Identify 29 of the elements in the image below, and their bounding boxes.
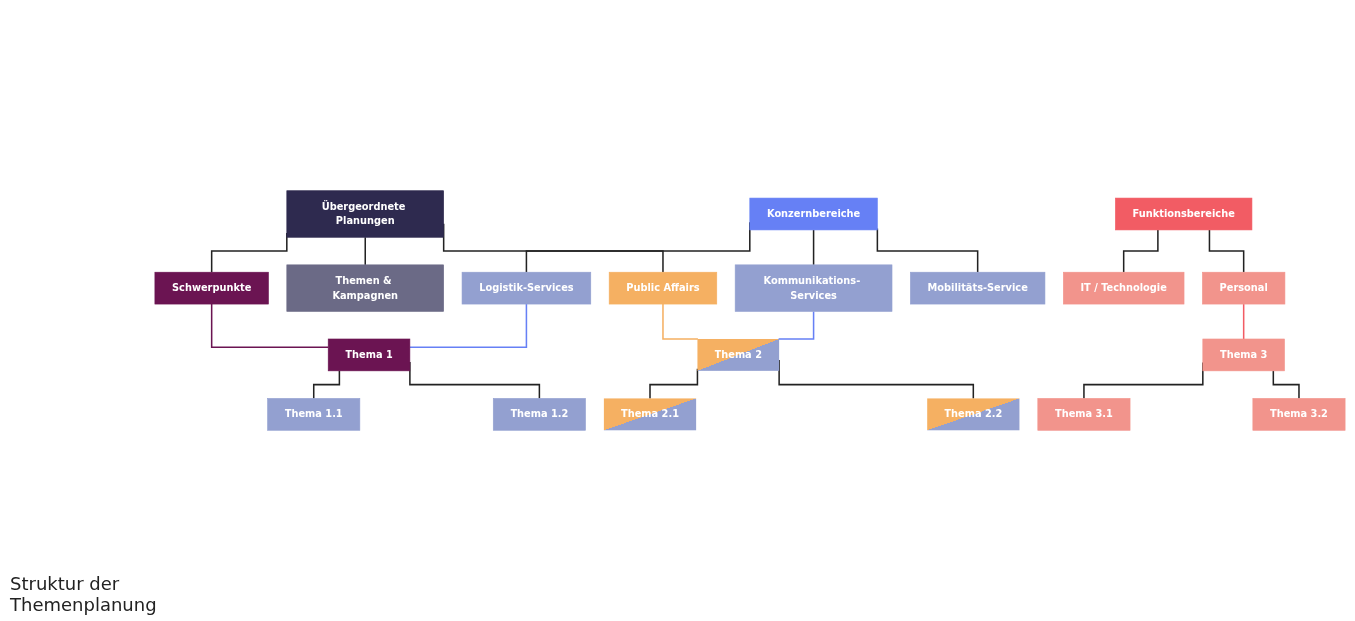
node-box: Thema 3.1 [1037,398,1131,431]
node-box: Thema 1.1 [267,398,361,431]
node-box: Schwerpunkte [154,271,269,305]
node-box: Thema 3.2 [1252,398,1346,431]
node-box: Themen & Kampagnen [286,264,444,312]
node-box: Kommunikations- Services [734,264,893,312]
node-box: Konzernbereiche [749,197,878,231]
connector [409,303,528,348]
node-box: Logistik-Services [461,271,592,305]
connector [1208,229,1245,273]
connector [210,303,329,348]
connector [812,229,815,266]
node-box: IT / Technologie [1063,271,1185,305]
connector [1242,303,1245,340]
node-box: Thema 1 [327,338,411,372]
node-box: Funktionsbereiche [1115,197,1253,231]
node-box: Thema 3 [1202,338,1285,372]
connector [1122,229,1159,273]
node-box: Übergeordnete Planungen [286,190,444,238]
connector [662,303,699,340]
node-box: Thema 1.2 [492,398,586,431]
node-box: Mobilitäts-Service [910,271,1046,305]
node-box: Personal [1202,271,1286,305]
caption: Struktur der Themenplanung [10,573,158,615]
connector [312,370,341,400]
connector [777,310,815,340]
connector [1272,370,1300,400]
connector [364,236,366,266]
node-box: Public Affairs [608,271,718,305]
